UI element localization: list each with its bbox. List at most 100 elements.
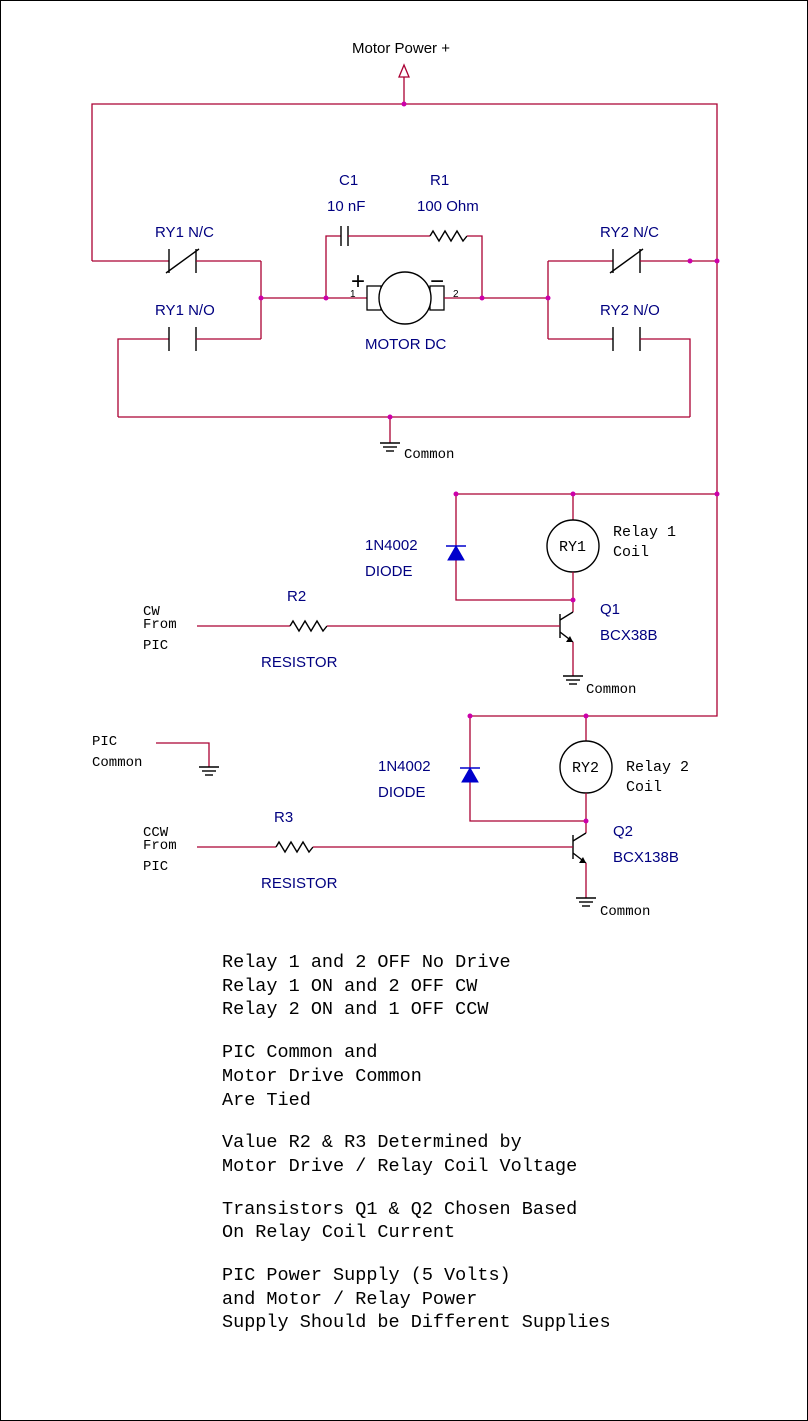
d1-wire [455,494,573,601]
r3-name: R3 [274,809,293,826]
note-line: Motor Drive / Relay Coil Voltage [222,1155,578,1177]
ry1-nc-contact [92,248,261,274]
note-paragraph: PIC Power Supply (5 Volts) and Motor / R… [222,1264,611,1335]
q2-ground [576,897,596,907]
ccw-from-label: From [143,838,177,854]
d2-type: DIODE [378,784,426,801]
relay1-coil-line2: Coil [613,544,649,561]
q1-ground [563,675,583,685]
r2-resistor [289,619,328,633]
common-label-top: Common [404,447,454,463]
junction-dot [479,295,485,301]
note-line: Supply Should be Different Supplies [222,1312,611,1334]
note-line: Relay 1 and 2 OFF No Drive [222,952,511,973]
r1-name: R1 [430,172,449,189]
d2-wire [469,716,586,822]
dc-motor [366,271,445,325]
q1-transistor [559,611,574,676]
note-paragraph: Transistors Q1 & Q2 Chosen Based On Rela… [222,1198,611,1245]
common-label-q1: Common [586,682,636,698]
ry2-no-label: RY2 N/O [600,302,660,319]
common-ground-symbol [380,417,400,452]
note-line: Transistors Q1 & Q2 Chosen Based [222,1198,578,1220]
note-line: PIC Power Supply (5 Volts) [222,1265,511,1287]
motor-plus-sign: + [351,268,365,295]
pic-common-ground [199,766,219,776]
note-line: and Motor / Relay Power [222,1288,478,1310]
d2-diode [460,766,480,783]
junction-dot [401,101,407,107]
power-rail-wire [91,103,718,717]
q2-name: Q2 [613,823,633,840]
pic-common-line2: Common [92,755,142,771]
motor-power-terminal [398,63,410,104]
junction-dot [714,258,720,264]
junction-dots [258,101,720,824]
r2-name: R2 [287,588,306,605]
cw-from-label: From [143,617,177,633]
junction-dot [570,597,576,603]
d1-diode [446,544,466,561]
relay2-coil-line2: Coil [626,779,662,796]
junction-dot [545,295,551,301]
junction-dot [467,713,473,719]
ry1-no-contact [117,327,261,417]
note-paragraph: Value R2 & R3 Determined by Motor Drive … [222,1131,611,1178]
junction-dot [387,414,393,420]
motor-minus-sign: − [430,268,444,295]
junction-dot [687,258,693,264]
note-line: Value R2 & R3 Determined by [222,1132,522,1154]
junction-dot [714,491,720,497]
motor-label: MOTOR DC [365,336,447,353]
c1-capacitor [340,226,349,246]
r1-right-wire [467,235,483,298]
d1-type: DIODE [365,563,413,580]
junction-dot [258,295,264,301]
motor-pin1: 1 [350,289,356,300]
note-paragraph: Relay 1 and 2 OFF No Drive Relay 1 ON an… [222,951,611,1022]
d2-name: 1N4002 [378,758,431,775]
note-line: On Relay Coil Current [222,1222,456,1244]
ccw-pic-label: PIC [143,859,168,875]
ry2-nc-contact [548,248,717,274]
common-label-q2: Common [600,904,650,920]
ry1-coil-symbol: RY1 [559,539,586,556]
cw-label: CW [143,604,160,620]
note-line: PIC Common and [222,1042,378,1064]
ccw-label: CCW [143,825,169,841]
cw-pic-label: PIC [143,638,168,654]
note-line: Relay 2 ON and 1 OFF CCW [222,999,489,1021]
ry1-no-label: RY1 N/O [155,302,215,319]
motor-power-label: Motor Power + [352,40,450,57]
r3-type: RESISTOR [261,875,338,892]
r1-value: 100 Ohm [417,198,479,215]
r3-resistor [275,840,314,854]
design-notes: Relay 1 and 2 OFF No Drive Relay 1 ON an… [222,951,611,1354]
d1-name: 1N4002 [365,537,418,554]
ry2-coil-symbol: RY2 [572,760,599,777]
junction-dot [570,491,576,497]
r1-resistor [429,229,468,243]
q2-part: BCX138B [613,849,679,866]
junction-dot [323,295,329,301]
ry2-nc-label: RY2 N/C [600,224,659,241]
note-line: Relay 1 ON and 2 OFF CW [222,975,478,997]
q1-part: BCX38B [600,627,658,644]
relay2-coil-line1: Relay 2 [626,759,689,776]
c1-name: C1 [339,172,358,189]
pic-common-wire [156,742,210,767]
c1-left-wire [325,235,341,298]
junction-dot [583,818,589,824]
note-line: Motor Drive Common [222,1065,422,1087]
ry2-no-contact [548,327,691,417]
note-line: Are Tied [222,1089,311,1111]
ry1-nc-label: RY1 N/C [155,224,214,241]
motor-pin2: 2 [453,289,459,300]
q1-name: Q1 [600,601,620,618]
c1-value: 10 nF [327,198,365,215]
junction-dot [583,713,589,719]
q2-transistor [572,832,587,898]
relay1-coil-line1: Relay 1 [613,524,676,541]
